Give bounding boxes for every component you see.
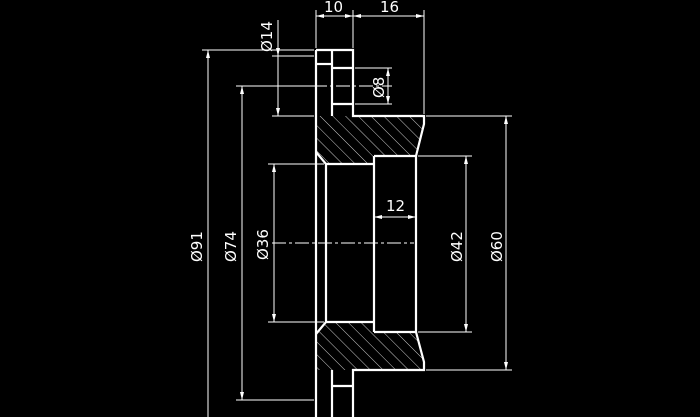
dim-diameter-42: Ø42 — [448, 231, 466, 262]
dim-diameter-8: Ø8 — [370, 77, 388, 98]
part-outline — [314, 48, 426, 417]
dimension-labels: 10 16 Ø14 Ø8 Ø91 Ø74 Ø36 12 Ø42 Ø60 — [188, 0, 506, 262]
dimension-lines — [202, 10, 512, 417]
dim-diameter-14: Ø14 — [258, 21, 276, 52]
dim-diameter-60: Ø60 — [488, 231, 506, 262]
dim-width-10: 10 — [324, 0, 343, 16]
dim-width-16: 16 — [380, 0, 399, 16]
dim-diameter-91: Ø91 — [188, 231, 206, 262]
hatch-areas — [316, 116, 424, 370]
dim-length-12: 12 — [386, 197, 405, 215]
hatch-upper — [316, 116, 424, 164]
dim-diameter-36: Ø36 — [254, 229, 272, 260]
hatch-lower — [316, 322, 424, 370]
dim-diameter-74: Ø74 — [222, 231, 240, 262]
